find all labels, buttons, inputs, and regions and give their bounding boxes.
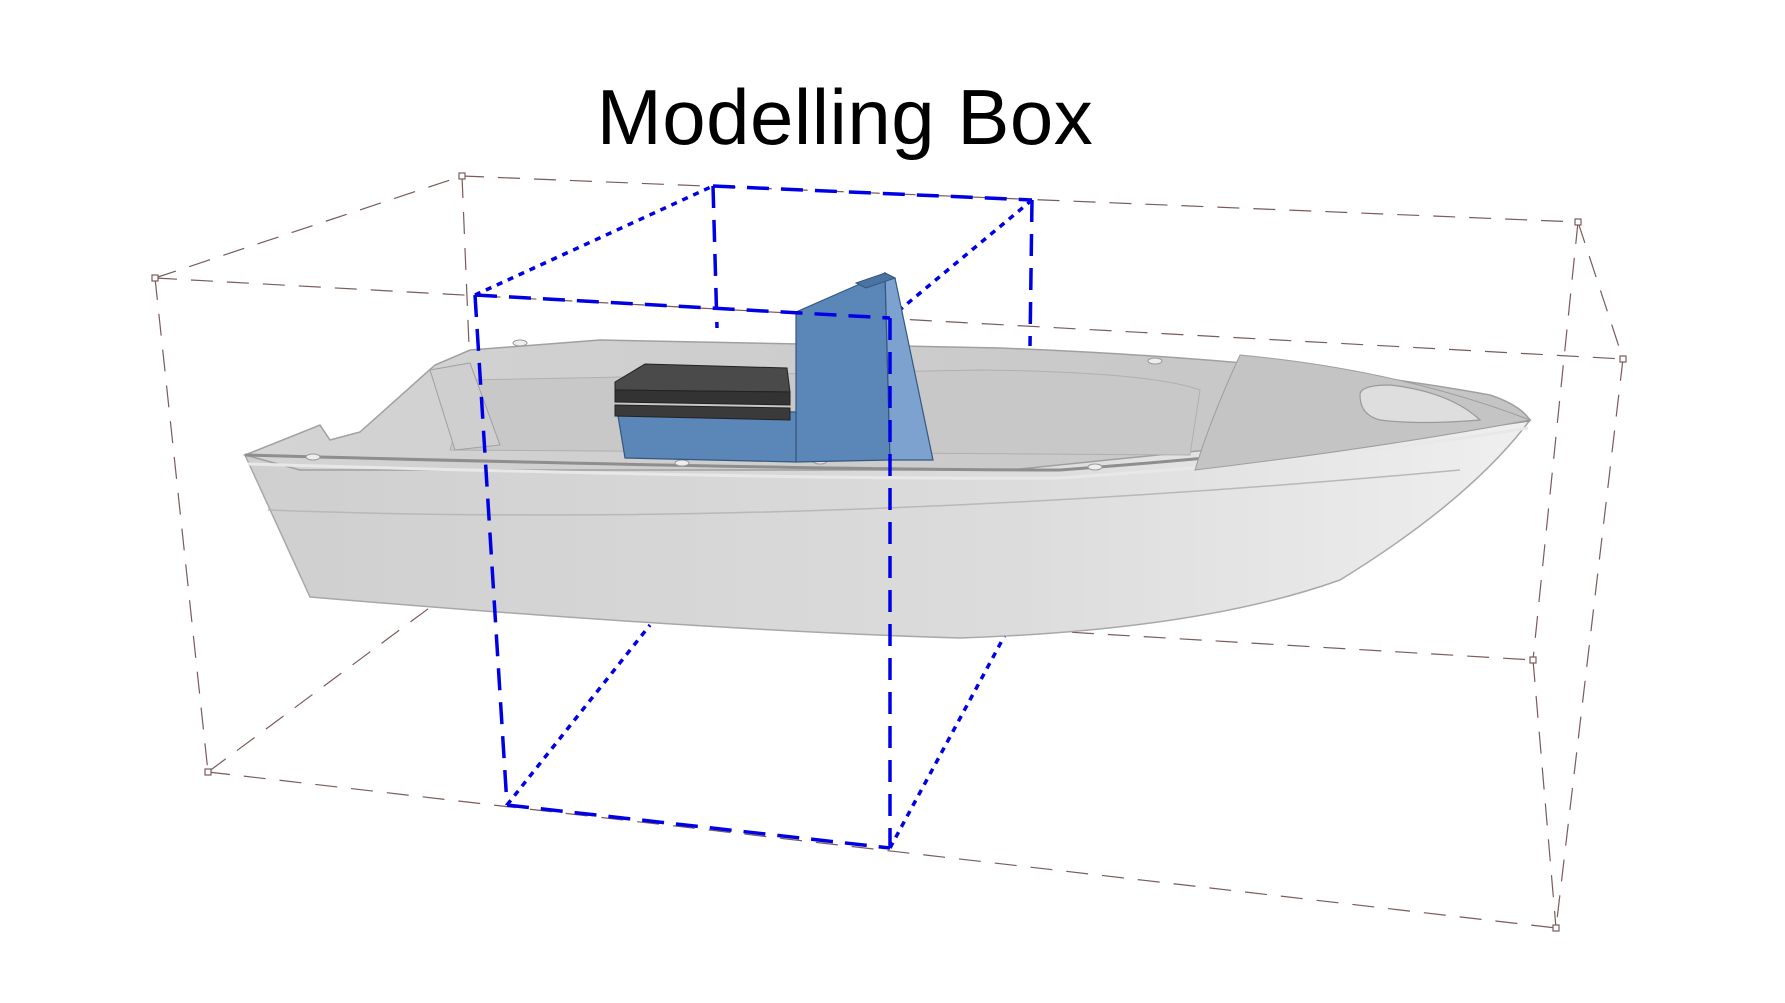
center-console xyxy=(616,272,934,463)
diagram-title: Modelling Box xyxy=(596,73,1094,161)
boat-hull xyxy=(242,339,1532,639)
deck-cleats xyxy=(305,339,1163,471)
outer-box-corner-markers xyxy=(151,172,1627,932)
seat-cushion xyxy=(614,363,791,421)
modelling-box-back xyxy=(474,184,1034,849)
modelling-box-front xyxy=(473,293,892,850)
